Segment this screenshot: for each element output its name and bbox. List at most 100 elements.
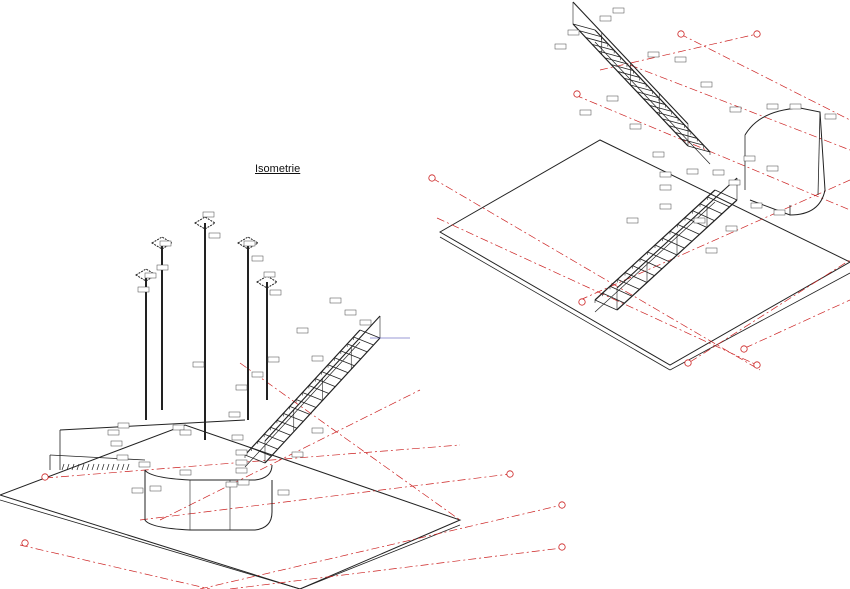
stair-tread-mark bbox=[101, 463, 105, 471]
right-upper-flight-step bbox=[636, 91, 659, 99]
right-upper-flight-step bbox=[649, 104, 672, 112]
right-upper-flight-step bbox=[643, 98, 666, 105]
grid-axis-line bbox=[19, 544, 211, 589]
right-upper-flight-step bbox=[668, 125, 691, 133]
label-tag bbox=[567, 29, 580, 36]
left-flight-step bbox=[359, 329, 381, 339]
grid-axis-marker bbox=[506, 470, 514, 478]
label-tag bbox=[626, 217, 639, 224]
column bbox=[204, 223, 206, 440]
label-tag bbox=[693, 217, 706, 224]
label-tag bbox=[612, 7, 625, 14]
label-tag bbox=[824, 113, 837, 120]
label-tag bbox=[172, 424, 185, 431]
stair-tread-mark bbox=[91, 463, 95, 471]
label-tag bbox=[311, 427, 324, 434]
label-tag bbox=[712, 169, 725, 176]
label-tag bbox=[729, 106, 742, 113]
label-tag bbox=[269, 289, 282, 296]
label-tag bbox=[235, 459, 248, 466]
stair-tread-mark bbox=[61, 463, 65, 471]
grid-axis-marker bbox=[21, 539, 29, 547]
label-tag bbox=[296, 327, 309, 334]
stair-tread-mark bbox=[121, 463, 125, 471]
label-tag bbox=[766, 165, 779, 172]
label-tag bbox=[659, 184, 672, 191]
left-flight-step bbox=[244, 454, 266, 464]
right-upper-flight-step bbox=[617, 71, 640, 78]
label-tag bbox=[652, 151, 665, 158]
label-tag bbox=[138, 461, 151, 468]
label-tag bbox=[773, 209, 786, 216]
landing-wall bbox=[144, 470, 273, 531]
label-tag bbox=[192, 361, 205, 368]
label-tag bbox=[743, 155, 756, 162]
right-lower-flight-step bbox=[594, 299, 618, 311]
left-flight-step bbox=[289, 406, 310, 415]
grid-axis-marker bbox=[740, 345, 748, 353]
label-tag bbox=[116, 454, 129, 461]
grid-axis-line bbox=[229, 547, 563, 589]
column-base-plate bbox=[237, 236, 259, 250]
grid-axis-line bbox=[44, 444, 461, 479]
stair-tread-mark bbox=[76, 463, 80, 471]
right-lower-flight-step bbox=[639, 258, 663, 270]
grid-axis-marker bbox=[684, 359, 692, 367]
balustrade-rail bbox=[49, 454, 146, 461]
grid-axis-line bbox=[139, 473, 511, 521]
left-flight-step bbox=[315, 378, 336, 387]
grid-axis-marker bbox=[573, 90, 581, 98]
right-lower-flight-step bbox=[624, 272, 648, 283]
slab-edge bbox=[299, 524, 461, 589]
column bbox=[266, 282, 268, 400]
stair-tread-mark bbox=[106, 463, 110, 471]
right-upper-flight-step bbox=[585, 37, 608, 44]
stair-tread-mark bbox=[86, 463, 90, 471]
column bbox=[161, 243, 163, 410]
right-upper-flight-step bbox=[624, 77, 647, 85]
right-lower-flight-step bbox=[662, 237, 685, 249]
stair-tread-mark bbox=[111, 463, 115, 471]
right-lower-flight-step bbox=[714, 189, 738, 201]
label-tag bbox=[728, 179, 741, 186]
left-flight-step bbox=[321, 371, 342, 381]
grid-axis-line bbox=[679, 33, 850, 121]
label-tag bbox=[686, 168, 699, 175]
label-tag bbox=[117, 422, 130, 429]
right-upper-flight-step bbox=[675, 132, 698, 139]
left-flight-stringer-bottom bbox=[244, 341, 361, 468]
right-upper-flight-step bbox=[604, 57, 628, 65]
grid-axis-line bbox=[574, 94, 850, 211]
label-tag bbox=[359, 319, 372, 326]
label-tag bbox=[159, 240, 172, 247]
label-tag bbox=[107, 429, 120, 436]
label-tag bbox=[750, 202, 763, 209]
label-tag bbox=[179, 469, 192, 476]
column bbox=[145, 275, 147, 420]
label-tag bbox=[700, 81, 713, 88]
landing-wall-right bbox=[744, 107, 826, 216]
right-upper-flight-stringer-bottom bbox=[594, 41, 711, 165]
label-tag bbox=[263, 271, 276, 278]
label-tag bbox=[344, 309, 357, 316]
left-flight-step bbox=[340, 350, 361, 360]
label-tag bbox=[659, 171, 672, 178]
landing-wall-top bbox=[144, 464, 273, 481]
left-flight-step bbox=[251, 447, 272, 457]
right-lower-flight-step bbox=[647, 251, 670, 263]
right-lower-flight-step bbox=[602, 292, 625, 304]
label-tag bbox=[110, 440, 123, 447]
label-tag bbox=[725, 225, 738, 232]
right-upper-flight-step bbox=[572, 23, 596, 31]
right-lower-flight-step bbox=[632, 265, 655, 276]
label-tag bbox=[235, 467, 248, 474]
slab-edge bbox=[0, 499, 301, 589]
grid-axis-marker bbox=[578, 298, 586, 306]
grid-axis-line bbox=[239, 362, 461, 521]
label-tag bbox=[659, 203, 672, 210]
left-flight-step bbox=[302, 392, 323, 401]
column-base-plate bbox=[135, 268, 157, 282]
grid-axis-marker bbox=[428, 174, 436, 182]
label-tag bbox=[237, 479, 250, 486]
